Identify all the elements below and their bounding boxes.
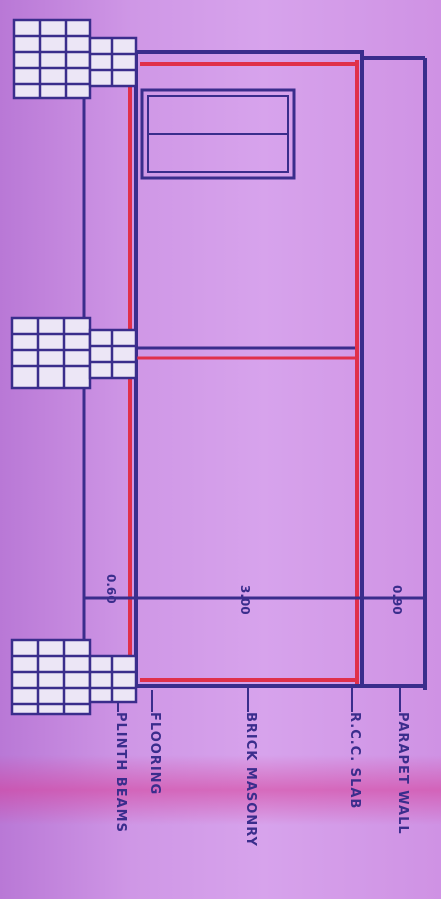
label-brick-masonry: BRICK MASONRY [243,712,258,847]
paper-fold-band [0,755,441,825]
label-flooring: FLOORING [147,712,162,796]
footing-top [12,18,138,100]
label-plinth-beams: PLINTH BEAMS [113,712,128,833]
dimension-plinth: 0.60 [104,574,118,604]
dimension-room-height: 3.00 [238,585,252,615]
window-frame-outer [140,88,296,180]
dimension-parapet: 0.90 [390,585,404,615]
footing-middle [10,316,138,390]
label-rcc-slab: R.C.C. SLAB [347,712,362,810]
label-parapet-wall: PARAPET WALL [395,712,410,835]
footing-bottom [10,638,138,716]
